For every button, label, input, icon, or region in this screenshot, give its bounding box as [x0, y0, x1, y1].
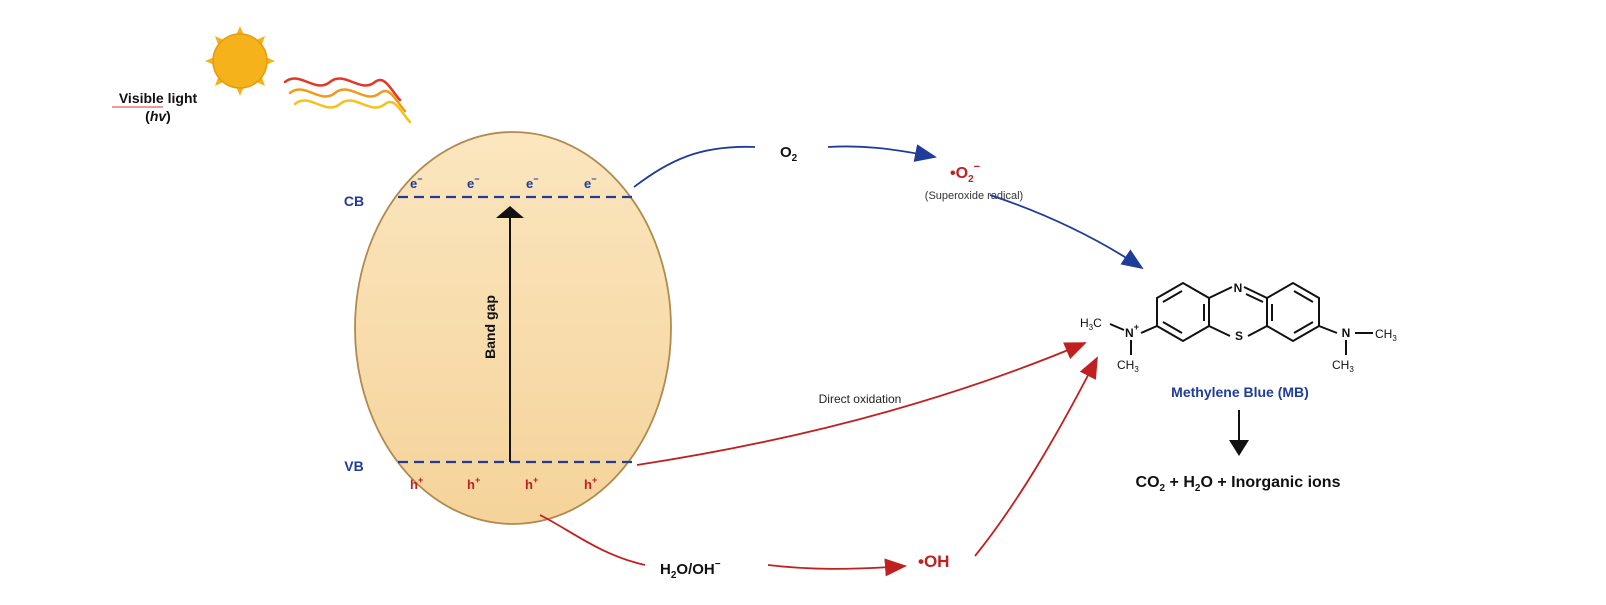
hydroxyl-to-mb-arrow: [974, 356, 1098, 557]
visible-light-label: Visible light: [119, 90, 198, 106]
right-nitrogen: N: [1342, 326, 1351, 340]
water-label: H2O/OH−: [660, 559, 721, 581]
hv-label: (hv): [145, 108, 171, 124]
ring-sulfur: S: [1235, 329, 1243, 343]
electrons: e− e− e− e−: [410, 174, 597, 191]
hole: h+: [410, 475, 423, 492]
water-to-hydroxyl-arrow: [767, 558, 907, 577]
electron: e−: [467, 174, 480, 191]
methylene-blue-structure: [1109, 281, 1373, 355]
products-label: CO2 + H2O + Inorganic ions: [1136, 474, 1341, 494]
methyl-group: CH3: [1332, 358, 1354, 374]
semiconductor-particle: [354, 131, 672, 525]
electron: e−: [584, 174, 597, 191]
methyl-group: CH3: [1117, 358, 1139, 374]
electron: e−: [410, 174, 423, 191]
superoxide-caption: (Superoxide radical): [925, 190, 1023, 202]
superoxide-to-mb-arrow: [989, 194, 1144, 270]
methyl-group: H3C: [1080, 316, 1102, 332]
hydroxyl-radical-label: •OH: [918, 552, 949, 571]
band-gap-label: Band gap: [482, 295, 498, 359]
ring-nitrogen: N: [1234, 281, 1243, 295]
light-waves-icon: [283, 77, 412, 124]
band-gap-arrowhead: [496, 206, 524, 218]
superoxide-label: •O2−: [950, 161, 980, 185]
hole-transfer-arrow: [539, 514, 646, 566]
direct-oxidation-arrow: [636, 342, 1087, 466]
electron-transfer-arrow: [633, 145, 756, 188]
sun-icon: [205, 26, 275, 96]
left-nitrogen: N+: [1125, 322, 1139, 340]
vb-label: VB: [344, 458, 363, 474]
methyl-group: CH3: [1375, 327, 1397, 343]
hole: h+: [525, 475, 538, 492]
holes: h+ h+ h+ h+: [410, 475, 597, 492]
cb-label: CB: [344, 193, 364, 209]
oxygen-to-superoxide-arrow: [827, 144, 937, 162]
direct-oxidation-label: Direct oxidation: [819, 392, 902, 406]
electron: e−: [526, 174, 539, 191]
oxygen-label: O2: [780, 144, 798, 164]
degradation-arrowhead: [1229, 440, 1249, 456]
methylene-blue-label: Methylene Blue (MB): [1171, 384, 1309, 400]
methylene-blue-atoms: N S N+ N H3C CH3 CH3 CH3: [1080, 281, 1397, 374]
hole: h+: [467, 475, 480, 492]
hole: h+: [584, 475, 597, 492]
